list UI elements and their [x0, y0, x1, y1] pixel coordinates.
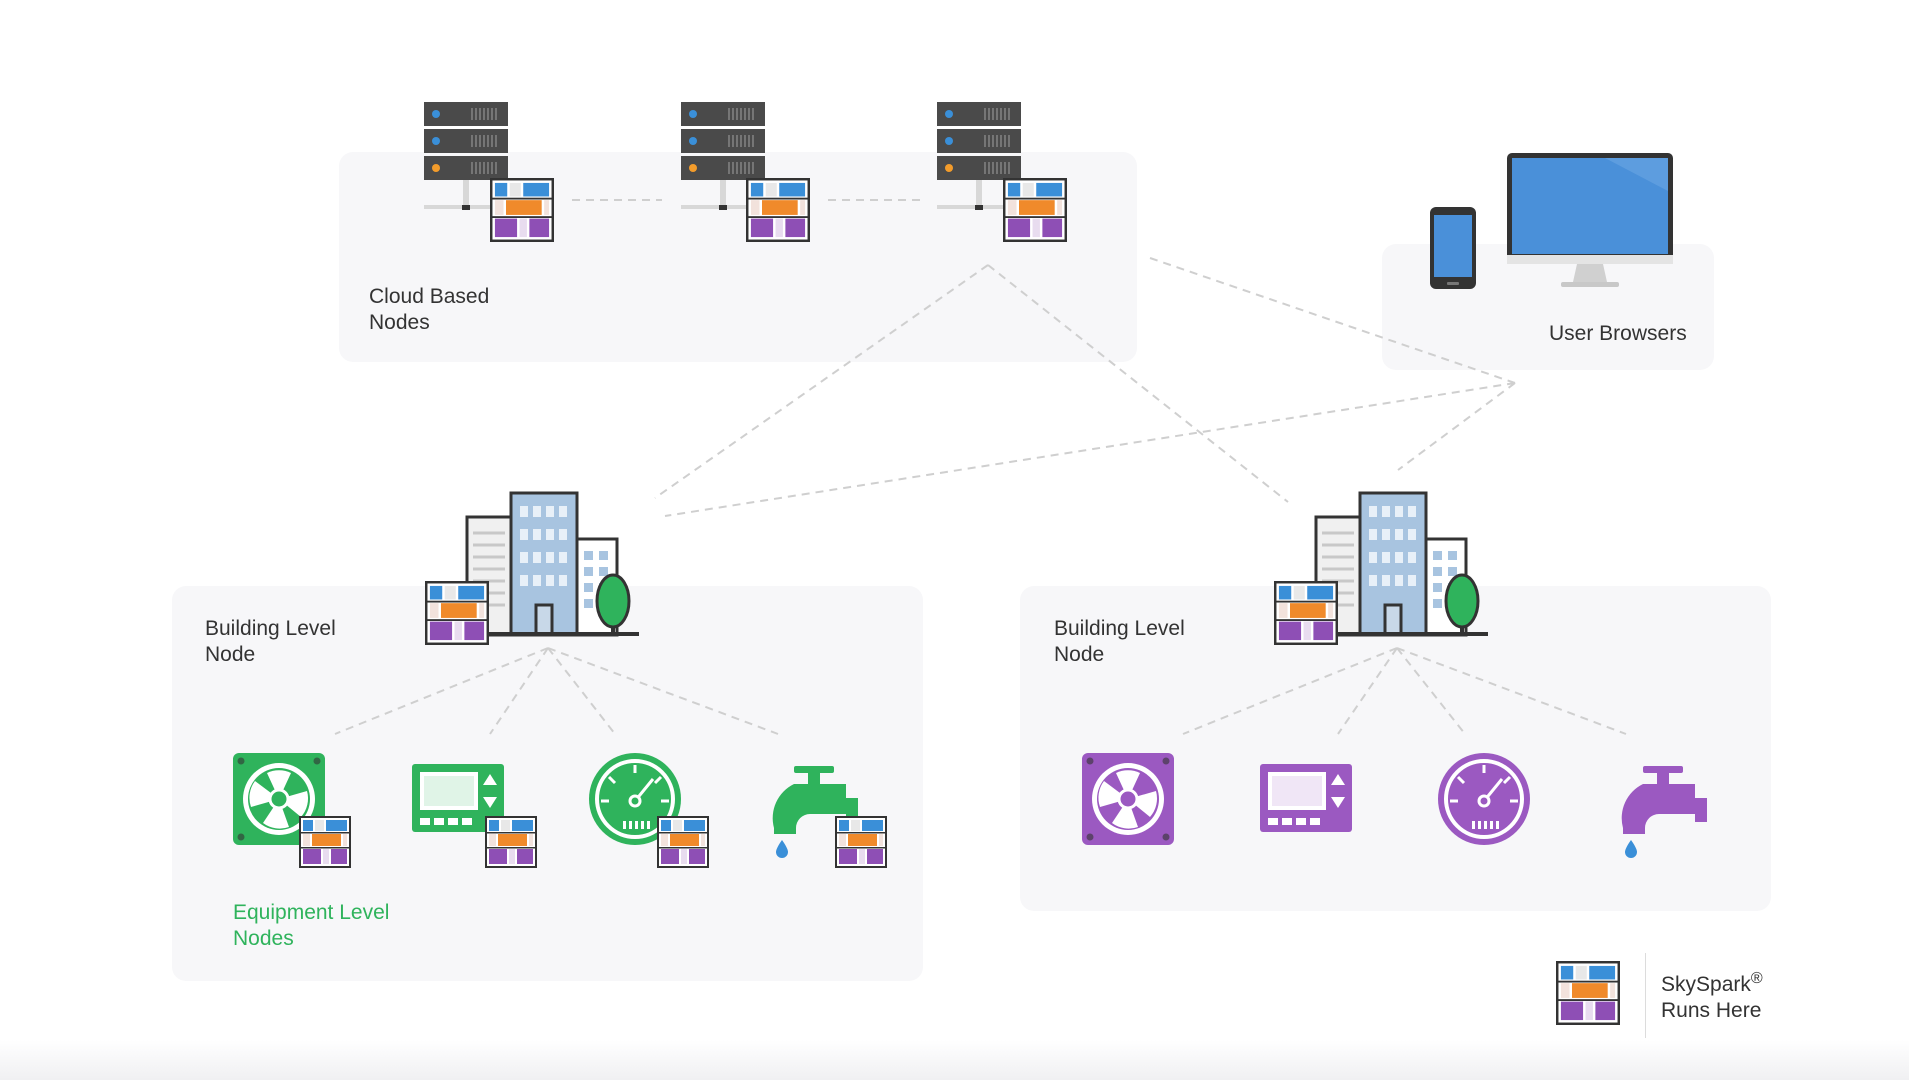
skyspark-badge-icon — [485, 816, 537, 868]
thermostat-icon — [1258, 762, 1354, 834]
registered-mark: ® — [1750, 970, 1763, 987]
building-right-to-equipment-link — [1396, 647, 1466, 735]
building-left-to-equipment-link — [547, 647, 779, 735]
building-left-to-equipment-link — [547, 647, 616, 735]
building-right-to-equipment-link — [1396, 647, 1627, 735]
skyspark-badge-icon — [746, 178, 810, 242]
skyspark-badge-icon — [425, 581, 489, 645]
browsers-to-building-left-link — [664, 382, 1516, 517]
user-browsers-label: User Browsers — [1549, 322, 1687, 345]
fan-icon — [1080, 751, 1176, 847]
desktop-monitor-icon — [1507, 153, 1673, 287]
building-left-to-equipment-link — [489, 647, 549, 735]
skyspark-badge-icon — [1274, 581, 1338, 645]
skyspark-badge-icon — [657, 816, 709, 868]
skyspark-badge-icon — [490, 178, 554, 242]
smartphone-icon — [1430, 207, 1476, 289]
legend-label: SkySpark® Runs Here — [1661, 970, 1763, 1022]
building-right-to-equipment-link — [1337, 647, 1398, 735]
bottom-fade — [0, 1040, 1909, 1080]
building-left-to-equipment-link — [334, 647, 549, 735]
browsers-to-building-right-link — [1397, 382, 1516, 471]
skyspark-badge-icon — [1556, 961, 1620, 1025]
cloud-to-building-left-link — [654, 264, 989, 499]
cloud-to-building-right-link — [987, 264, 1289, 503]
gauge-meter-icon — [1436, 751, 1532, 847]
skyspark-badge-icon — [1003, 178, 1067, 242]
building-right-to-equipment-link — [1182, 647, 1398, 735]
water-faucet-icon — [1613, 762, 1709, 858]
legend-divider — [1645, 953, 1646, 1038]
skyspark-badge-icon — [299, 816, 351, 868]
building-right-panel — [1020, 586, 1771, 911]
skyspark-badge-icon — [835, 816, 887, 868]
